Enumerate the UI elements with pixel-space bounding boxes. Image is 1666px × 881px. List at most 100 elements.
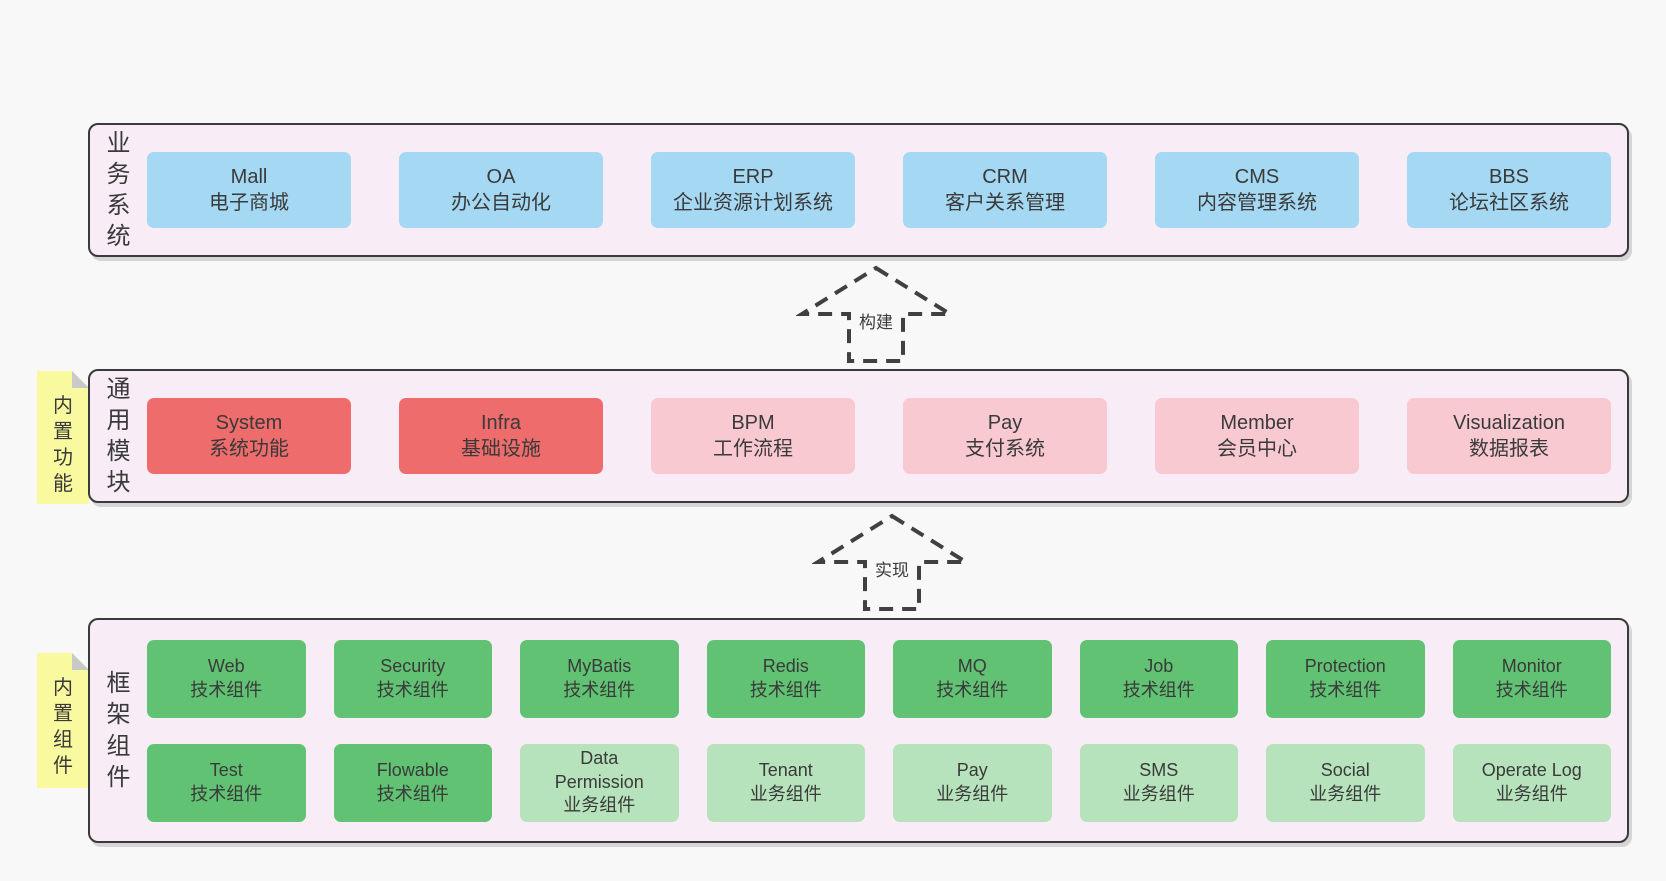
box-title: Tenant (758, 759, 813, 780)
box-subtitle: 技术组件 (1122, 679, 1195, 700)
sticky-tag-label: 内置功能 (53, 395, 73, 495)
box-cms: CMS 内容管理系统 (1155, 152, 1359, 228)
box-mybatis: MyBatis 技术组件 (520, 639, 679, 718)
box-subtitle: 支付系统 (965, 438, 1045, 460)
box-title: System (215, 411, 283, 434)
box-subtitle: 技术组件 (563, 679, 636, 700)
box-subtitle: 数据报表 (1469, 438, 1549, 460)
box-subtitle: 技术组件 (936, 679, 1009, 700)
box-subtitle: 业务组件 (936, 783, 1009, 804)
arrow-label: 构建 (856, 308, 896, 333)
box-title: Monitor (1501, 655, 1562, 676)
box-test: Test 技术组件 (147, 743, 306, 822)
box-subtitle: 技术组件 (190, 679, 263, 700)
box-subtitle: 电子商城 (209, 192, 289, 214)
box-subtitle: 业务组件 (1122, 783, 1195, 804)
box-subtitle: 会员中心 (1217, 438, 1297, 460)
sticky-note-shape (37, 653, 89, 788)
box-title: Member (1220, 411, 1294, 434)
box-title: CRM (982, 165, 1028, 188)
box-web: Web 技术组件 (147, 639, 306, 718)
box-subtitle: 基础设施 (461, 438, 541, 460)
box-subtitle: 技术组件 (190, 783, 263, 804)
box-subtitle: 工作流程 (713, 438, 793, 460)
box-mq: MQ 技术组件 (893, 639, 1052, 718)
box-bpm: BPM 工作流程 (651, 398, 855, 474)
box-title: SMS (1139, 759, 1179, 780)
sticky-note-shape (37, 371, 89, 504)
box-title: Protection (1304, 655, 1386, 676)
box-subtitle: 技术组件 (376, 679, 449, 700)
box-tenant: Tenant 业务组件 (706, 743, 865, 822)
box-title: BBS (1488, 165, 1530, 188)
box-subtitle: 内容管理系统 (1197, 192, 1317, 214)
arrow-implement: 实现 (812, 512, 972, 612)
box-subtitle: 系统功能 (209, 438, 289, 460)
dashed-up-arrow-icon (796, 265, 956, 363)
box-title: Data Permission (554, 747, 644, 792)
box-title: Test (209, 759, 243, 780)
box-pay: Pay 业务组件 (893, 743, 1052, 822)
box-title: Job (1144, 655, 1174, 676)
box-bbs: BBS 论坛社区系统 (1407, 152, 1611, 228)
box-title: Pay (956, 759, 988, 780)
box-subtitle: 论坛社区系统 (1449, 192, 1569, 214)
layer-title-text: 业务系统 (106, 129, 131, 251)
sticky-tag-built-in-features: 内置功能 (37, 371, 89, 504)
box-subtitle: 业务组件 (1495, 783, 1568, 804)
box-subtitle: 业务组件 (749, 783, 822, 804)
box-member: Member 会员中心 (1155, 398, 1359, 474)
box-title: CMS (1234, 165, 1280, 188)
box-subtitle: 技术组件 (1309, 679, 1382, 700)
box-subtitle: 企业资源计划系统 (673, 192, 833, 214)
box-subtitle: 业务组件 (563, 795, 636, 816)
layer-title-text: 框架组件 (106, 670, 131, 791)
box-subtitle: 业务组件 (1309, 783, 1382, 804)
box-subtitle: 技术组件 (376, 783, 449, 804)
box-erp: ERP 企业资源计划系统 (651, 152, 855, 228)
box-title: MyBatis (567, 655, 632, 676)
box-title: BPM (731, 411, 775, 434)
layer-title: 通用模块 (90, 374, 147, 499)
box-title: Pay (987, 411, 1023, 434)
box-title: Web (207, 655, 245, 676)
box-pay: Pay 支付系统 (903, 398, 1107, 474)
layer-title: 业务系统 (90, 128, 147, 253)
box-title: MQ (957, 655, 987, 676)
box-protection: Protection 技术组件 (1266, 639, 1425, 718)
box-job: Job 技术组件 (1079, 639, 1238, 718)
box-title: Flowable (376, 759, 449, 780)
box-subtitle: 技术组件 (1495, 679, 1568, 700)
arrow-label: 实现 (872, 556, 912, 581)
box-title: ERP (732, 165, 774, 188)
box-data-permission: Data Permission 业务组件 (520, 743, 679, 822)
box-subtitle: 办公自动化 (451, 192, 551, 214)
arrow-build: 构建 (796, 264, 956, 364)
box-system: System 系统功能 (147, 398, 351, 474)
sticky-tag-built-in-components: 内置组件 (37, 653, 89, 788)
box-sms: SMS 业务组件 (1079, 743, 1238, 822)
box-monitor: Monitor 技术组件 (1452, 639, 1611, 718)
layer-title-text: 通用模块 (106, 375, 131, 497)
sticky-tag-label: 内置组件 (53, 677, 73, 777)
box-title: OA (486, 165, 516, 188)
box-title: Redis (762, 655, 809, 676)
